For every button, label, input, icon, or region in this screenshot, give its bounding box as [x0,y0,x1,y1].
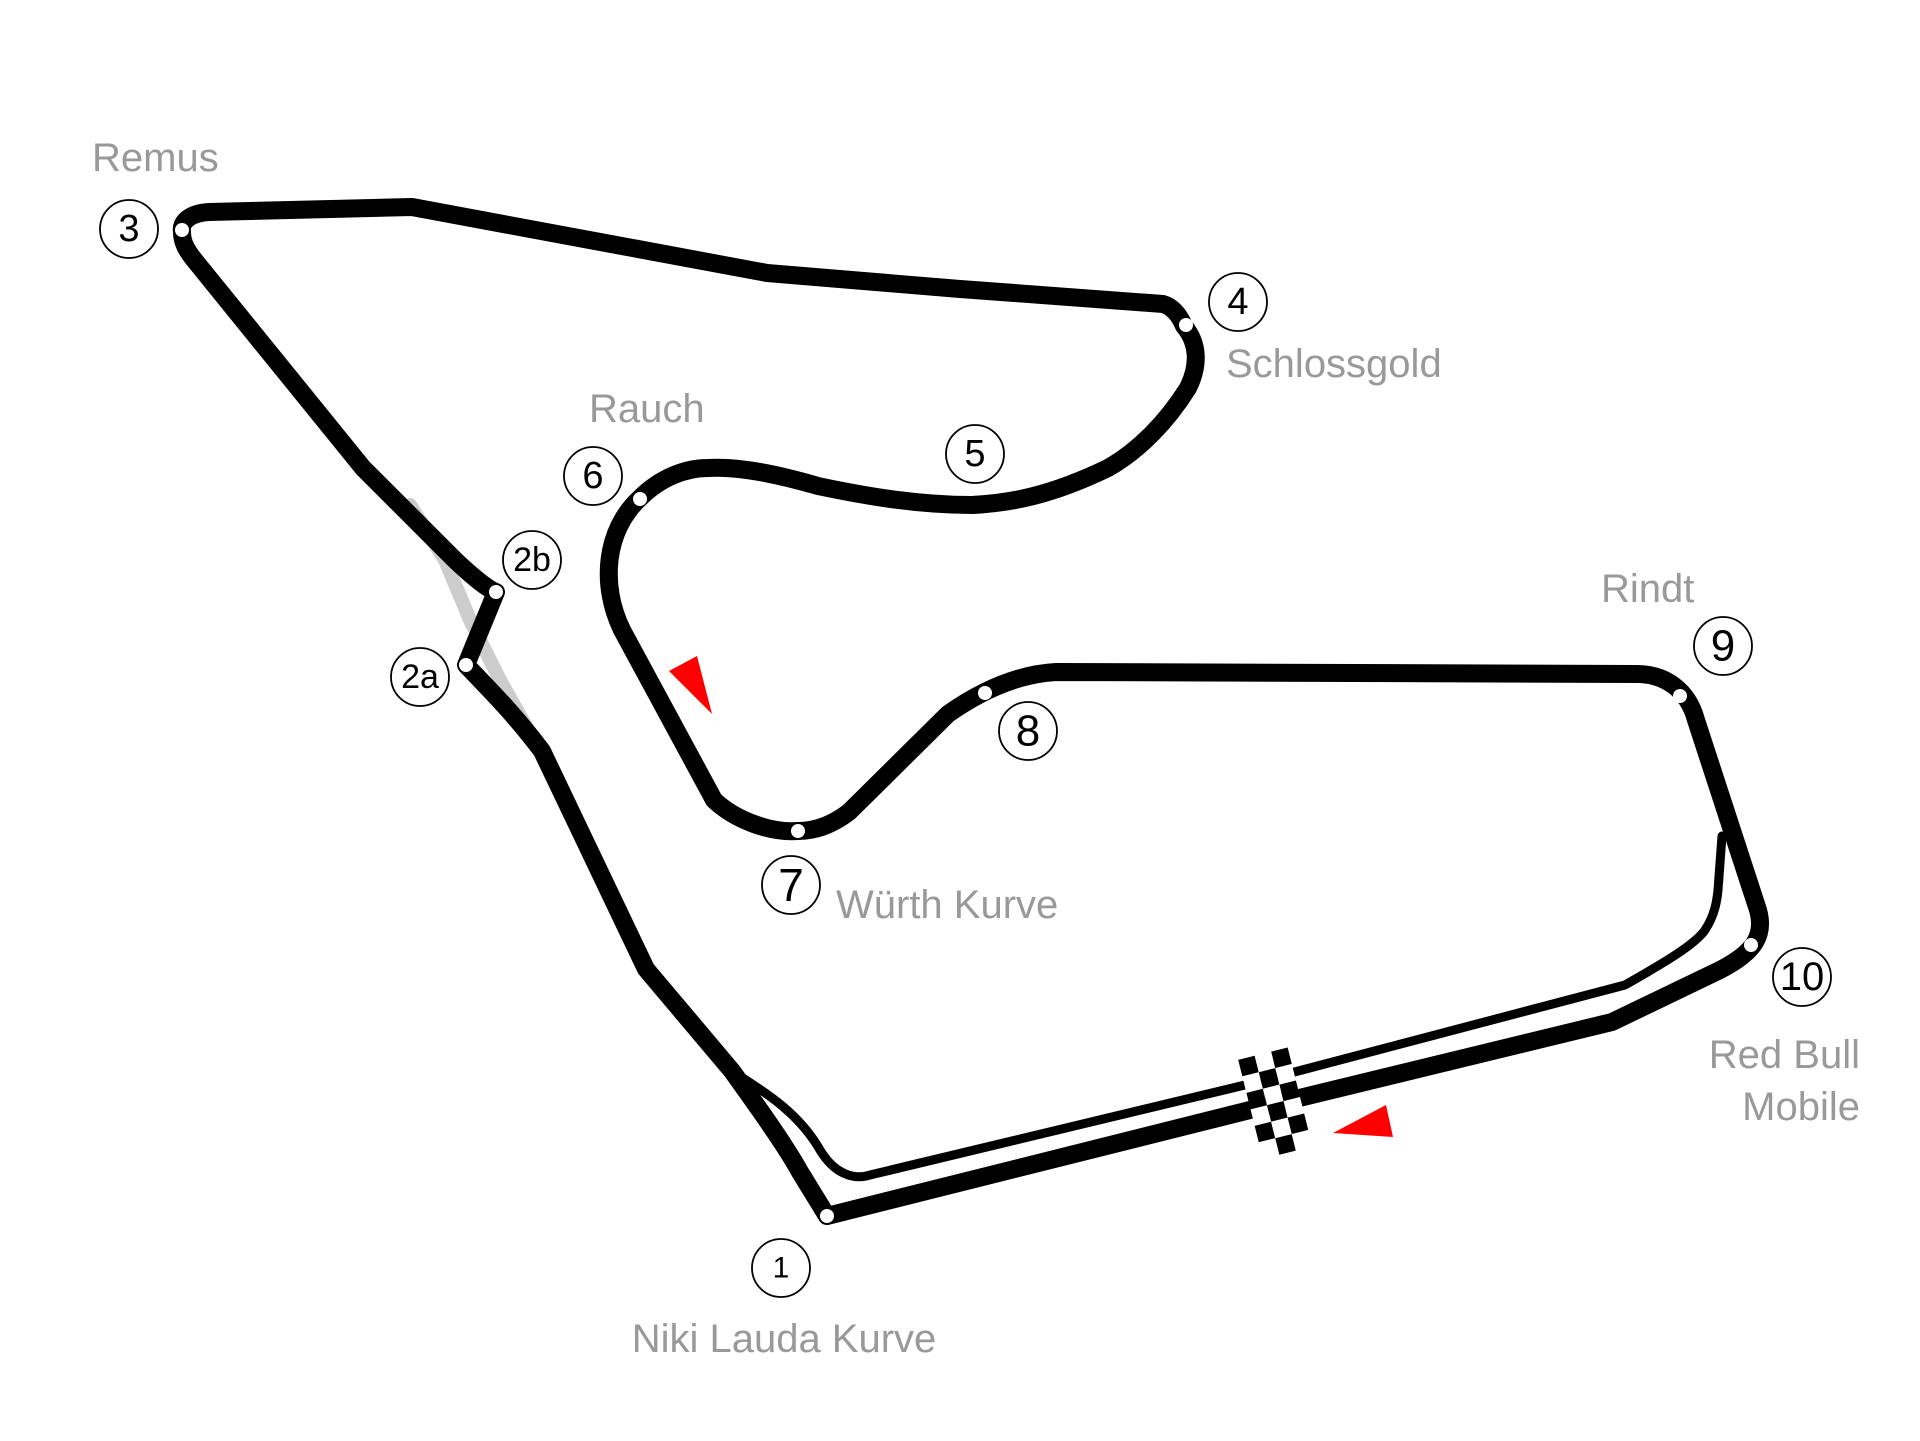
turn-number: 10 [1780,955,1825,999]
corner-label-remus: Remus [92,136,219,180]
turn-badge-1[interactable]: 1 [751,1238,811,1298]
turn-number: 2a [401,658,439,696]
apex-dot-t1 [820,1209,834,1223]
direction-arrow-turn6-7 [669,656,712,714]
turn-badge-7[interactable]: 7 [761,855,821,915]
corner-label-wurth-kurve: Würth Kurve [836,883,1058,927]
direction-arrow-main-straight [1333,1105,1393,1137]
turn-number: 2b [513,541,551,579]
turn-badge-6[interactable]: 6 [563,446,623,506]
main-track [172,198,1770,1225]
apex-dot-t6 [633,492,647,506]
turn-badge-5[interactable]: 5 [945,424,1005,484]
turn-number: 1 [773,1252,790,1285]
turn-number: 3 [118,208,139,250]
corner-label-mobile: Mobile [1742,1085,1860,1129]
corner-label-niki-lauda-kurve: Niki Lauda Kurve [632,1317,937,1361]
apex-dot-t9 [1673,689,1687,703]
apex-dot-t4 [1179,318,1193,332]
turn-number: 8 [1016,707,1040,756]
turn-badge-10[interactable]: 10 [1772,947,1832,1007]
turn-number: 6 [582,455,603,497]
start-finish-line [1238,1047,1313,1159]
apex-dot-t2b [489,585,503,599]
turn-number: 5 [964,433,985,475]
turn-badge-2a[interactable]: 2a [390,647,450,707]
turn-badge-8[interactable]: 8 [998,701,1058,761]
turn-badge-3[interactable]: 3 [99,199,159,259]
apex-dot-t10 [1744,938,1758,952]
turn-number: 4 [1227,281,1248,323]
apex-dot-t3 [175,223,189,237]
turn-badge-2b[interactable]: 2b [502,530,562,590]
corner-label-rauch: Rauch [589,387,705,431]
apex-dot-t8 [978,686,992,700]
corner-label-schlossgold: Schlossgold [1226,342,1442,386]
corner-label-red-bull: Red Bull [1709,1033,1860,1077]
pit-lane [727,831,1727,1182]
corner-label-rindt: Rindt [1601,567,1694,611]
turn-number: 7 [778,859,804,911]
turn-number: 9 [1711,622,1735,671]
turn-badge-9[interactable]: 9 [1693,616,1753,676]
apex-dot-t7 [791,824,805,838]
apex-dot-t2a [459,658,473,672]
turn-badge-4[interactable]: 4 [1208,272,1268,332]
